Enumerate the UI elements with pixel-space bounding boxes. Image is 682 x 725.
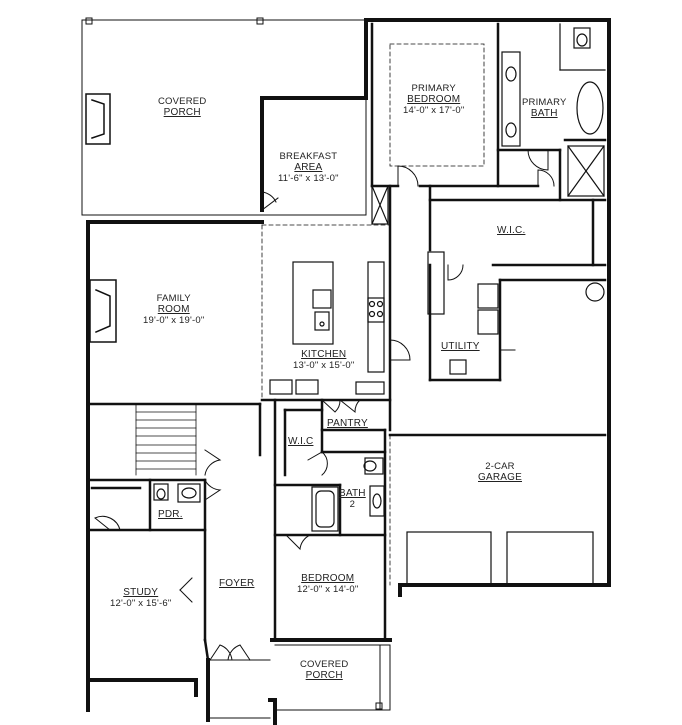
- label-primary-bath: PRIMARY BATH: [522, 97, 567, 119]
- label-line: UTILITY: [441, 341, 480, 352]
- label-line: FOYER: [219, 578, 255, 589]
- label-dims: 12'-0" x 14'-0": [297, 584, 359, 595]
- label-breakfast-area: BREAKFAST AREA 11'-6" x 13'-0": [278, 151, 339, 184]
- label-line: ROOM: [157, 304, 190, 315]
- label-line: AREA: [294, 162, 323, 173]
- label-family-room: FAMILY ROOM 19'-0" x 19'-0": [143, 293, 204, 326]
- label-dims: 19'-0" x 19'-0": [143, 315, 205, 326]
- label-line: W.I.C.: [497, 225, 526, 236]
- label-bedroom: BEDROOM 12'-0" x 14'-0": [297, 573, 358, 595]
- label-line: PANTRY: [327, 418, 368, 429]
- label-line: KITCHEN: [301, 349, 347, 360]
- label-wic-primary: W.I.C.: [497, 225, 525, 236]
- dashed-lines: [261, 43, 485, 586]
- label-utility: UTILITY: [441, 341, 480, 352]
- label-study: STUDY 12'-0" x 15'-6": [110, 587, 171, 609]
- bath2-fixtures: [153, 457, 385, 532]
- label-wic-bedroom: W.I.C: [288, 436, 313, 447]
- fireplace-porch: [85, 93, 111, 145]
- interior-walls: [86, 22, 607, 662]
- fireplace-family: [89, 279, 117, 343]
- label-line: GARAGE: [478, 472, 522, 483]
- label-kitchen: KITCHEN 13'-0" x 15'-0": [293, 349, 354, 371]
- label-line: PRIMARY: [522, 97, 567, 108]
- label-line: PRIMARY: [411, 83, 456, 94]
- label-line: BATH: [530, 108, 558, 119]
- label-line: 2: [349, 499, 356, 510]
- label-line: BEDROOM: [301, 573, 355, 584]
- label-line: COVERED: [158, 96, 207, 107]
- label-garage: 2-CAR GARAGE: [478, 461, 522, 483]
- label-line: 2-CAR: [485, 461, 515, 472]
- label-dims: 12'-0" x 15'-6": [110, 598, 172, 609]
- label-line: BEDROOM: [407, 94, 461, 105]
- label-line: W.I.C: [288, 436, 314, 447]
- porch-outlines: [81, 17, 391, 719]
- label-line: STUDY: [123, 587, 159, 598]
- label-line: FAMILY: [156, 293, 191, 304]
- label-covered-porch-rear: COVERED PORCH: [158, 96, 206, 118]
- label-line: BREAKFAST: [279, 151, 338, 162]
- label-foyer: FOYER: [219, 578, 254, 589]
- label-primary-bedroom: PRIMARY BEDROOM 14'-0" x 17'-0": [403, 83, 464, 116]
- label-dims: 14'-0" x 17'-0": [403, 105, 465, 116]
- label-pantry: PANTRY: [327, 418, 368, 429]
- label-line: BATH: [339, 488, 366, 499]
- stairs: [135, 403, 197, 476]
- garage-doors: [406, 531, 594, 585]
- label-line: PORCH: [163, 107, 201, 118]
- label-line: COVERED: [300, 659, 349, 670]
- label-line: PDR.: [158, 509, 183, 520]
- exterior-walls: [86, 18, 611, 725]
- label-bath-2: BATH 2: [339, 488, 366, 510]
- door-swings: [94, 149, 555, 661]
- label-dims: 13'-0" x 15'-0": [293, 360, 355, 371]
- label-line: PORCH: [305, 670, 343, 681]
- label-dims: 11'-6" x 13'-0": [278, 173, 339, 184]
- primary-bath-fixtures: [371, 23, 606, 225]
- label-pdr: PDR.: [158, 509, 183, 520]
- label-covered-porch-front: COVERED PORCH: [300, 659, 348, 681]
- kitchen-fixtures: [269, 261, 385, 395]
- utility-fixtures: [427, 251, 605, 375]
